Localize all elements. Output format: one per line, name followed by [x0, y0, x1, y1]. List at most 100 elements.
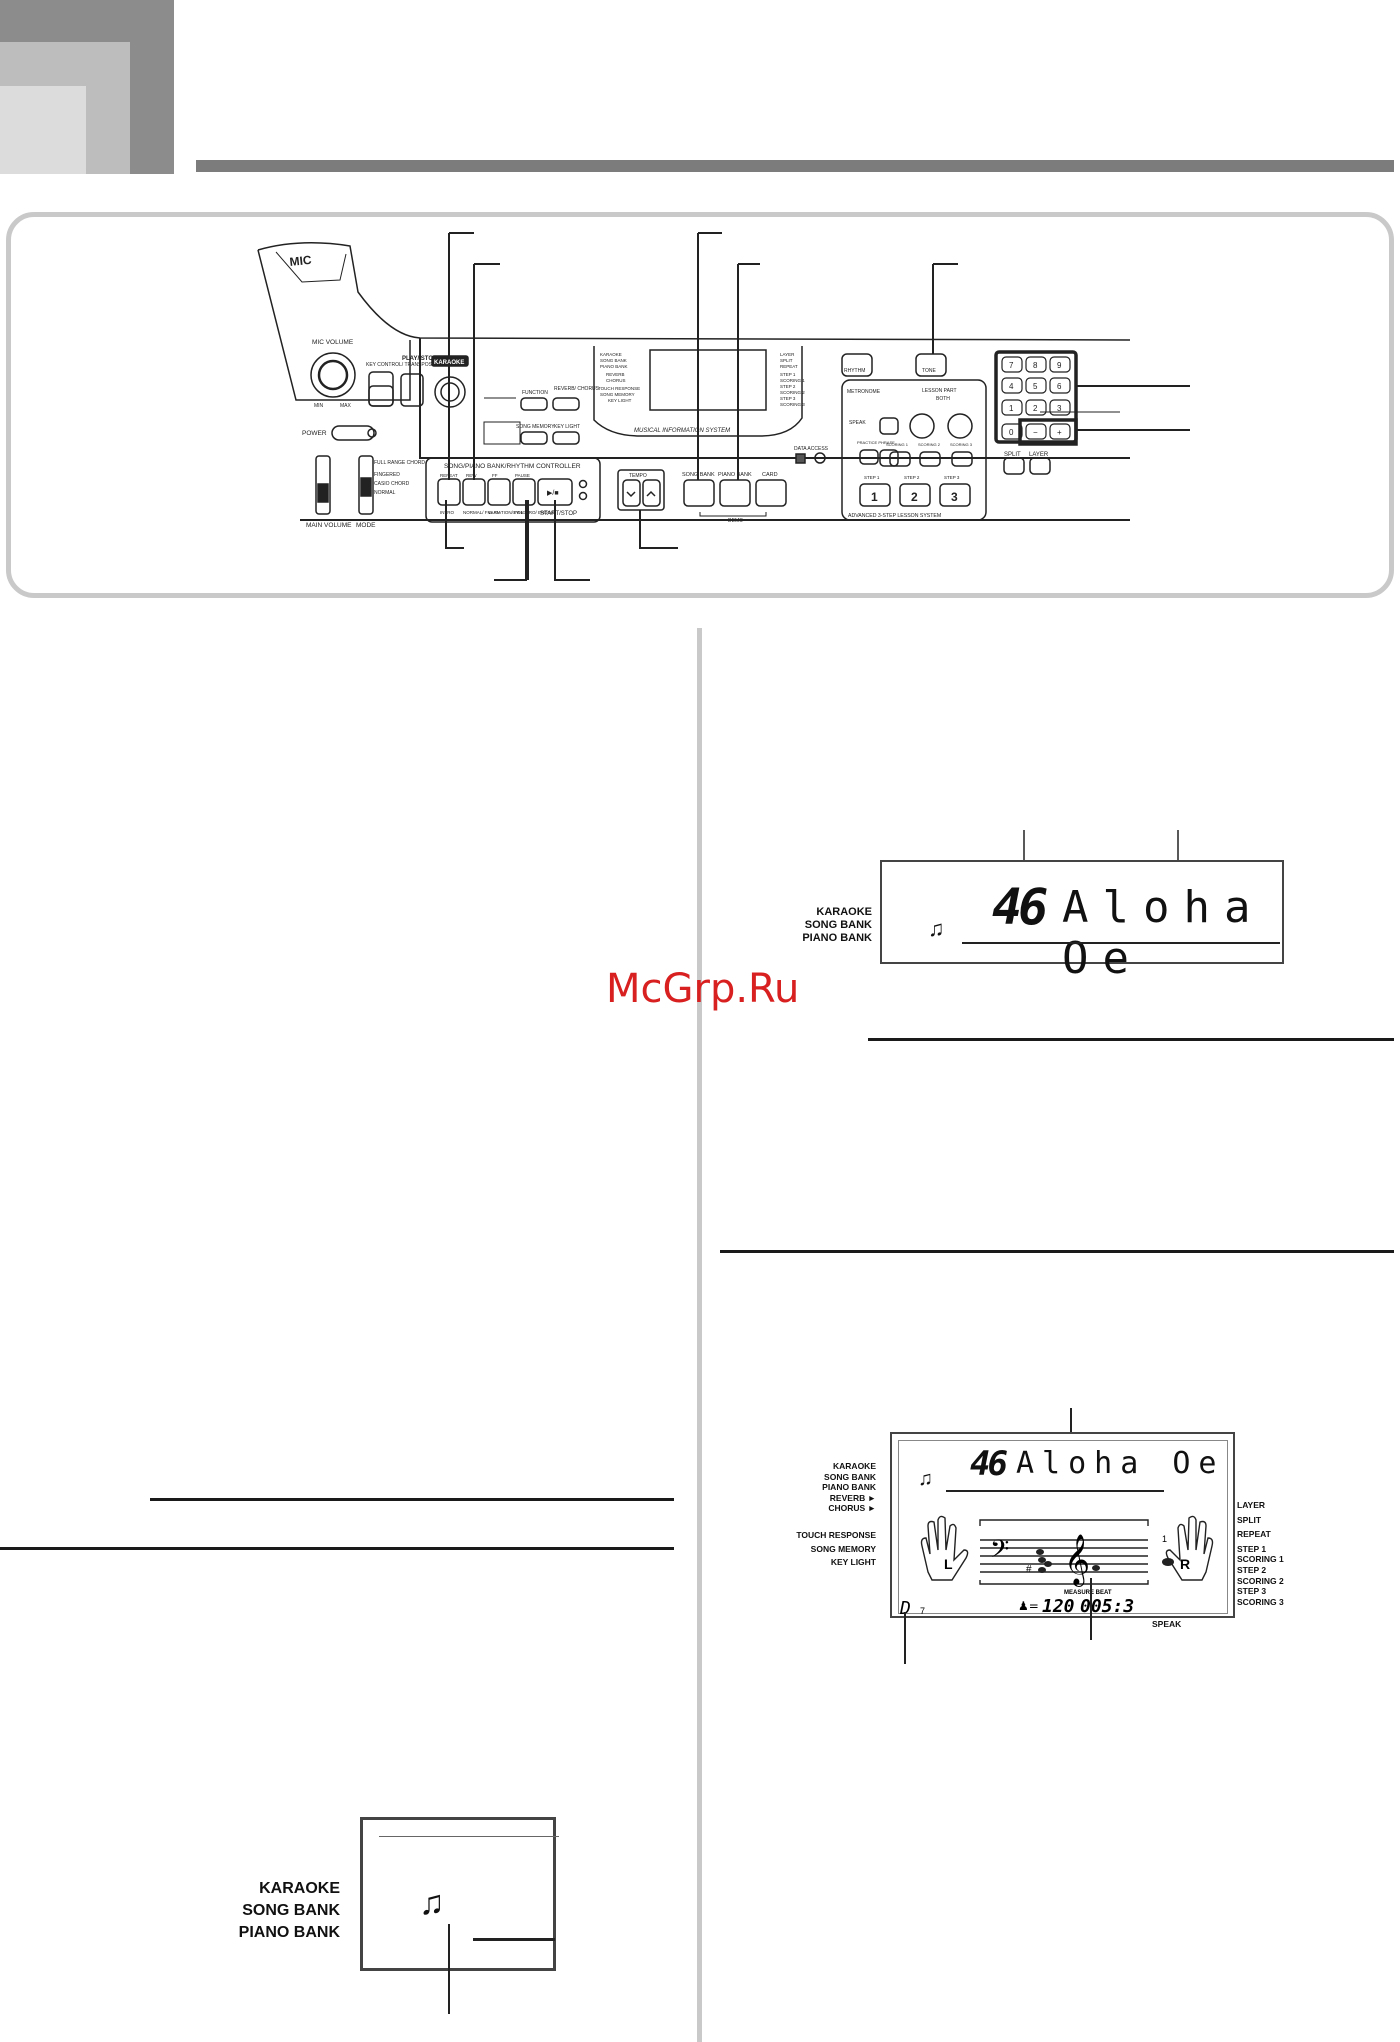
svg-text:CARD: CARD — [762, 472, 778, 478]
svg-text:9: 9 — [1057, 361, 1062, 370]
svg-text:PIANO BANK: PIANO BANK — [600, 364, 628, 369]
svg-text:TONE: TONE — [922, 368, 936, 374]
svg-text:SCORING 2: SCORING 2 — [918, 442, 941, 447]
svg-text:FINGERED: FINGERED — [374, 472, 400, 478]
left-hand-label: L — [944, 1556, 953, 1572]
full-display-callout-left — [904, 1612, 906, 1664]
svg-text:5: 5 — [1033, 382, 1038, 391]
svg-text:PRACTICE PHRASE: PRACTICE PHRASE — [857, 440, 895, 445]
tempo-value: 120 — [1042, 1596, 1075, 1617]
full-display-callout-right — [1090, 1578, 1092, 1640]
svg-text:SPEAK: SPEAK — [849, 420, 866, 426]
bank-display-labels: KARAOKE SONG BANK PIANO BANK — [238, 1880, 340, 1941]
svg-text:DEMO: DEMO — [728, 518, 743, 524]
song-display-top: ♫ 46 Aloha Oe — [880, 860, 1284, 984]
svg-text:4: 4 — [1009, 382, 1014, 391]
metronome-icon: ♟= — [1018, 1599, 1039, 1613]
svg-text:7: 7 — [1009, 361, 1014, 370]
svg-text:𝄢: 𝄢 — [990, 1535, 1009, 1570]
mode-label: MODE — [356, 522, 376, 529]
svg-text:1: 1 — [871, 490, 878, 504]
svg-text:SONG/PIANO BANK/RHYTHM CONTROL: SONG/PIANO BANK/RHYTHM CONTROLLER — [444, 463, 581, 470]
svg-text:REVERB/ CHORUS: REVERB/ CHORUS — [554, 386, 600, 392]
svg-text:VARIATION/ FILL-IN: VARIATION/ FILL-IN — [488, 510, 529, 515]
svg-text:8: 8 — [1033, 361, 1038, 370]
watermark: McGrp.Ru — [606, 966, 800, 1012]
song-display-top-labels: KARAOKE SONG BANK PIANO BANK — [802, 906, 872, 944]
sharp-sign: # — [1026, 1564, 1032, 1575]
svg-text:START/STOP: START/STOP — [540, 511, 577, 517]
svg-text:FUNCTION: FUNCTION — [522, 390, 548, 396]
chord-root: D — [899, 1598, 911, 1619]
svg-text:NORMAL: NORMAL — [374, 490, 396, 496]
main-volume-label: MAIN VOLUME — [306, 522, 352, 529]
keyboard-illustration: MIC MIC VOLUME MIN MAX POWER MAIN VOLUME… — [257, 232, 1190, 581]
svg-text:KEY CONTROL/ TRANSPOSE: KEY CONTROL/ TRANSPOSE — [366, 362, 436, 368]
svg-text:NORMAL/ FILL-IN: NORMAL/ FILL-IN — [463, 510, 500, 515]
svg-text:SCORING 3: SCORING 3 — [780, 402, 805, 407]
svg-text:MAX: MAX — [340, 403, 352, 409]
song-bank-icon: ♫ — [918, 1468, 933, 1490]
svg-text:SPLIT: SPLIT — [780, 358, 793, 363]
measure-beat-label: MEASURE BEAT — [1064, 1590, 1112, 1596]
svg-text:STEP 1: STEP 1 — [780, 372, 796, 377]
full-display-right-labels: LAYER SPLIT REPEAT STEP 1 SCORING 1 STEP… — [1237, 1500, 1284, 1607]
svg-text:BOTH: BOTH — [936, 396, 950, 402]
section-rule-short — [150, 1498, 674, 1501]
section-rule-right-2 — [720, 1250, 1394, 1253]
svg-text:STEP 2: STEP 2 — [904, 475, 920, 480]
svg-text:SONG MEMORY: SONG MEMORY — [600, 392, 635, 397]
svg-text:CHORUS: CHORUS — [606, 378, 626, 383]
svg-text:REW: REW — [466, 473, 477, 478]
svg-text:2: 2 — [1033, 404, 1038, 413]
svg-text:ADVANCED 3-STEP LESSON SYSTEM: ADVANCED 3-STEP LESSON SYSTEM — [848, 513, 941, 519]
column-divider — [697, 628, 702, 2042]
svg-text:DATA ACCESS: DATA ACCESS — [794, 446, 829, 452]
svg-text:KEY LIGHT: KEY LIGHT — [608, 398, 632, 403]
svg-text:SONG MEMORY: SONG MEMORY — [516, 424, 555, 430]
svg-text:𝄞: 𝄞 — [1064, 1534, 1090, 1587]
svg-text:PLAY/ STOP: PLAY/ STOP — [402, 356, 437, 362]
svg-text:KARAOKE: KARAOKE — [434, 360, 464, 366]
svg-text:STEP 2: STEP 2 — [780, 384, 796, 389]
svg-text:REVERB: REVERB — [606, 372, 625, 377]
svg-text:SONG BANK: SONG BANK — [682, 472, 715, 478]
full-display-left-labels: KARAOKE SONG BANK PIANO BANK REVERB ► CH… — [796, 1461, 876, 1568]
header-rule — [196, 160, 1394, 172]
keyboard-illustration-panel — [6, 212, 1394, 598]
svg-text:2: 2 — [911, 490, 918, 504]
svg-text:TEMPO: TEMPO — [629, 473, 647, 479]
song-name: Aloha Oe — [1016, 1446, 1225, 1481]
svg-text:REPEAT: REPEAT — [440, 473, 458, 478]
svg-text:3: 3 — [1057, 404, 1062, 413]
svg-text:FF: FF — [492, 473, 498, 478]
header-block-light — [0, 86, 86, 174]
svg-text:CASIO CHORD: CASIO CHORD — [374, 481, 410, 487]
song-number: 46 — [992, 878, 1048, 936]
svg-text:PIANO BANK: PIANO BANK — [718, 472, 752, 478]
staff-and-hands: 𝄢 𝄞 L R 1 # D 7 MEASURE BEAT ♟= 120 005:… — [899, 1515, 1214, 1619]
svg-text:KARAOKE: KARAOKE — [600, 352, 622, 357]
svg-text:SPLIT: SPLIT — [1004, 452, 1021, 458]
chord-type: 7 — [920, 1606, 925, 1616]
svg-text:SCORING 3: SCORING 3 — [950, 442, 973, 447]
svg-text:MUSICAL INFORMATION SYSTEM: MUSICAL INFORMATION SYSTEM — [634, 428, 730, 434]
right-hand-label: R — [1180, 1556, 1190, 1572]
section-rule-long — [0, 1547, 674, 1550]
svg-text:SYNCHRO/ ENDING: SYNCHRO/ ENDING — [513, 510, 556, 515]
svg-text:LAYER: LAYER — [1029, 452, 1049, 458]
finger-number: 1 — [1162, 1534, 1167, 1544]
svg-text:RHYTHM: RHYTHM — [844, 368, 865, 374]
svg-text:INTRO: INTRO — [440, 510, 454, 515]
measure-value: 005:3 — [1080, 1596, 1134, 1617]
svg-text:SCORING 2: SCORING 2 — [780, 390, 805, 395]
svg-text:STEP 1: STEP 1 — [864, 475, 880, 480]
song-bank-icon: ♫ — [928, 916, 945, 941]
svg-text:−: − — [1033, 428, 1038, 437]
song-number: 46 — [970, 1444, 1008, 1484]
section-rule-right-1 — [868, 1038, 1394, 1041]
song-bank-icon: ♫ — [419, 1884, 445, 1922]
song-display-callouts — [780, 830, 1300, 860]
bank-display-callout — [448, 1924, 450, 2014]
svg-text:METRONOME: METRONOME — [847, 389, 881, 395]
